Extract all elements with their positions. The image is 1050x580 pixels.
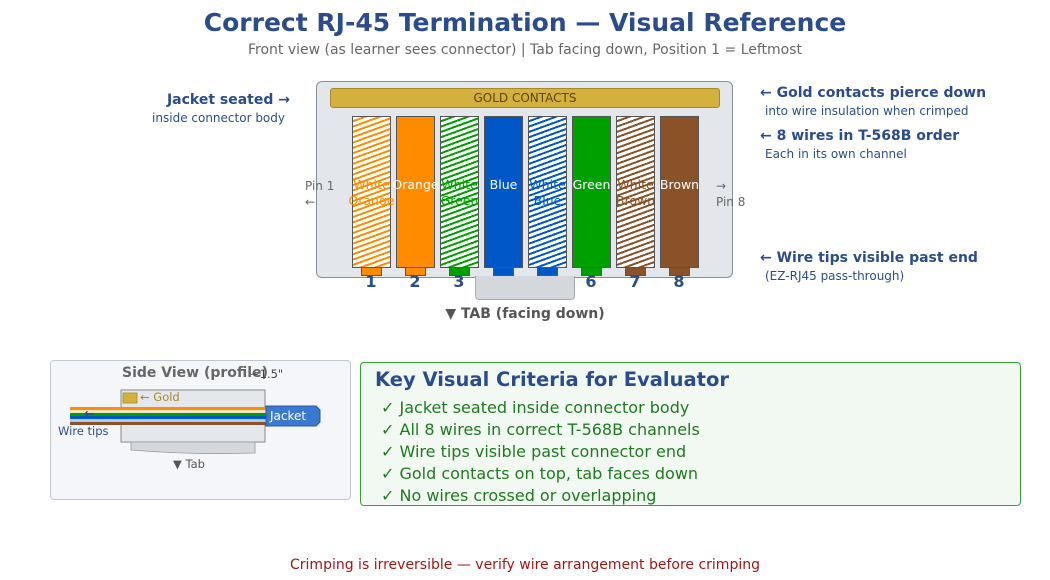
wire-3: White Green [440, 116, 479, 268]
side-view-wire-brown [70, 422, 270, 425]
side-view-wire-tips-label: Wire tips [58, 424, 109, 438]
wire-tip-7 [625, 267, 646, 276]
wire-7-label: White Brown [615, 177, 656, 208]
wire-5: White Blue [528, 116, 567, 268]
wire-tip-5 [537, 267, 558, 276]
side-view-title: Side View (profile) [122, 365, 268, 381]
wire-tip-3 [449, 267, 470, 276]
criteria-item: ✓ No wires crossed or overlapping [381, 486, 657, 505]
criteria-item: ✓ Wire tips visible past connector end [381, 442, 687, 461]
wire-6: Green [572, 116, 611, 268]
wire-4-label: Blue [489, 177, 518, 192]
wire-order-annotation-title: ← 8 wires in T-568B order [760, 128, 960, 144]
pin-number-6: 6 [585, 272, 597, 291]
wire-8-label: Brown [659, 177, 700, 192]
criteria-item: ✓ Jacket seated inside connector body [381, 398, 690, 417]
wire-4: Blue [484, 116, 523, 268]
wire-1: White Orange [348, 116, 395, 268]
gold-contacts-bar: GOLD CONTACTS [330, 88, 720, 108]
wire-tip-2 [405, 267, 426, 276]
connector-tab [475, 276, 575, 300]
pin-number-2: 2 [409, 272, 421, 291]
wire-2: Orange [392, 116, 439, 268]
wire-7: White Brown [616, 116, 655, 268]
side-view-wire-orange [70, 407, 270, 410]
jacket-seated-annotation-sub: inside connector body [152, 111, 285, 125]
side-view-wire-blue [70, 416, 270, 419]
wire-3-label: White Green [440, 177, 479, 208]
criteria-title: Key Visual Criteria for Evaluator [375, 368, 729, 391]
wire-8: Brown [660, 116, 699, 268]
side-view-wire-light [70, 419, 270, 422]
criteria-item: ✓ Gold contacts on top, tab faces down [381, 464, 699, 483]
criteria-panel [360, 362, 1021, 506]
pin-number-3: 3 [453, 272, 465, 291]
side-view-dimension: ~1.5" [250, 367, 284, 381]
side-view-jacket-label: Jacket [270, 409, 307, 423]
wire-tip-6 [581, 267, 602, 276]
wire-2-label: Orange [392, 177, 439, 192]
wire-1-label: White Orange [348, 177, 395, 208]
side-view-tab [130, 441, 256, 454]
tab-label: ▼ TAB (facing down) [445, 306, 605, 322]
side-view-drawing [70, 389, 321, 454]
wire-6-label: Green [572, 177, 611, 192]
gold-contacts-annotation-title: ← Gold contacts pierce down [760, 85, 987, 101]
wire-tips-annotation-title: ← Wire tips visible past end [760, 250, 978, 266]
wire-tip-8 [669, 267, 690, 276]
pin-number-8: 8 [673, 272, 685, 291]
page-subtitle: Front view (as learner sees connector) |… [247, 42, 803, 58]
wire-tip-1 [361, 267, 382, 276]
side-view-jacket [265, 405, 321, 427]
pin-8-side-label: → Pin 8 [716, 179, 746, 209]
criteria-item: ✓ All 8 wires in correct T-568B channels [381, 420, 700, 439]
side-view-wire-green [70, 413, 270, 416]
jacket-seated-annotation-title: Jacket seated → [166, 92, 290, 108]
pin-1-side-label: Pin 1 ← [305, 179, 335, 209]
wire-tip-4 [493, 267, 514, 276]
side-view-tab-label: ▼ Tab [173, 457, 205, 471]
page-title: Correct RJ-45 Termination — Visual Refer… [203, 8, 847, 37]
warning-footer: Crimping is irreversible — verify wire a… [290, 557, 760, 573]
wire-5-label: White Blue [529, 177, 566, 208]
pin-number-7: 7 [629, 272, 641, 291]
side-view-wire-white [70, 410, 270, 413]
side-view-wire-tips-arrow: ← [84, 407, 95, 422]
side-view-gold-contact [122, 392, 138, 404]
pin-number-1: 1 [365, 272, 377, 291]
gold-contacts-annotation-sub: into wire insulation when crimped [765, 104, 969, 118]
side-view-gold-label: ← Gold [140, 390, 180, 404]
wire-tips-annotation-sub: (EZ-RJ45 pass-through) [765, 269, 905, 283]
wire-order-annotation-sub: Each in its own channel [765, 147, 907, 161]
